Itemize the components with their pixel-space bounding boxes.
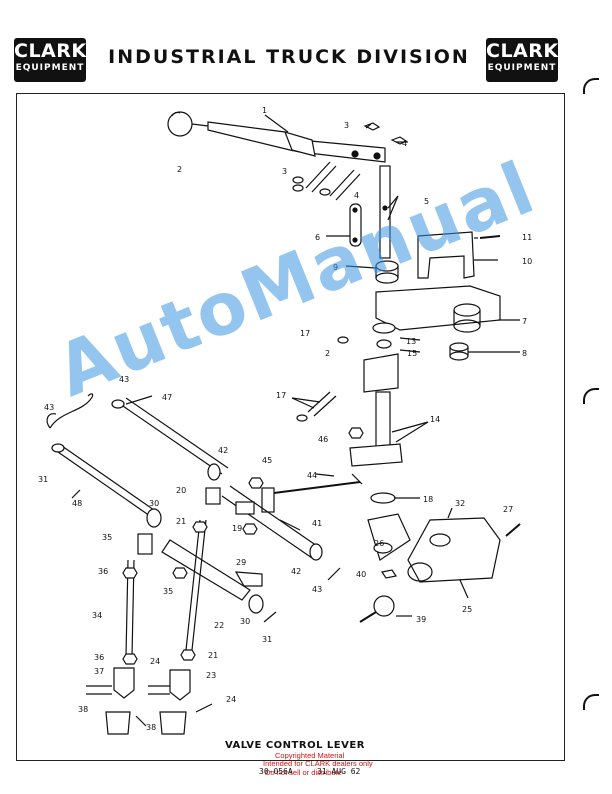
part-callout-8: 8 bbox=[522, 349, 527, 358]
part-callout-42: 42 bbox=[291, 567, 301, 576]
part-callout-31: 31 bbox=[262, 635, 272, 644]
part-callout-22: 22 bbox=[214, 621, 224, 630]
part-callout-17: 17 bbox=[276, 391, 286, 400]
copyright-notice-line: Do not sell or distribute bbox=[265, 768, 342, 777]
part-callout-35: 35 bbox=[163, 587, 173, 596]
part-callout-4: 4 bbox=[402, 139, 407, 148]
part-callout-43: 43 bbox=[312, 585, 322, 594]
part-callout-31: 31 bbox=[38, 475, 48, 484]
part-callout-2: 2 bbox=[177, 165, 182, 174]
part-callout-5: 5 bbox=[424, 197, 429, 206]
rod-48-shape bbox=[57, 445, 155, 517]
part-callout-43: 43 bbox=[119, 375, 129, 384]
copyright-notice-line: Intended for CLARK dealers only bbox=[263, 759, 373, 768]
part-callout-23: 23 bbox=[206, 671, 216, 680]
part-callout-1: 1 bbox=[262, 106, 267, 115]
part-callout-3: 3 bbox=[344, 121, 349, 130]
part-callout-42: 42 bbox=[218, 446, 228, 455]
part-callout-37: 37 bbox=[94, 667, 104, 676]
binder-tab-mark bbox=[583, 694, 599, 710]
clark-logo-right: CLARK EQUIPMENT bbox=[486, 38, 558, 82]
diagram-frame bbox=[16, 93, 565, 761]
part-callout-46: 46 bbox=[318, 435, 328, 444]
part-callout-17: 17 bbox=[300, 329, 310, 338]
document-number: 30-056A bbox=[259, 767, 293, 776]
part-callout-6: 6 bbox=[315, 233, 320, 242]
rod-22-shape bbox=[185, 519, 207, 651]
part-callout-30: 30 bbox=[149, 499, 159, 508]
part-callout-15: 15 bbox=[407, 349, 417, 358]
part-callout-27: 27 bbox=[503, 505, 513, 514]
part-callout-3: 3 bbox=[282, 167, 287, 176]
part-callout-35: 35 bbox=[102, 533, 112, 542]
logo-left-brand: CLARK bbox=[14, 40, 87, 62]
diagram-caption: VALVE CONTROL LEVER bbox=[225, 740, 365, 751]
part-callout-36: 36 bbox=[94, 653, 104, 662]
clamp-shape bbox=[407, 517, 501, 583]
part-callout-2: 2 bbox=[325, 349, 330, 358]
part-callout-18: 18 bbox=[423, 495, 433, 504]
part-callout-29: 29 bbox=[236, 558, 246, 567]
part-callout-13: 13 bbox=[406, 337, 416, 346]
part-callout-44: 44 bbox=[307, 471, 317, 480]
part-callout-9: 9 bbox=[333, 263, 338, 272]
part-callout-24: 24 bbox=[150, 657, 160, 666]
bracket-shape bbox=[417, 231, 475, 279]
part-callout-47: 47 bbox=[162, 393, 172, 402]
part-callout-38: 38 bbox=[146, 723, 156, 732]
part-callout-34: 34 bbox=[92, 611, 102, 620]
copyright-notice-line: Copyrighted Material bbox=[275, 751, 345, 760]
logo-right-sub: EQUIPMENT bbox=[487, 63, 557, 73]
part-callout-21: 21 bbox=[208, 651, 218, 660]
part-callout-43: 43 bbox=[44, 403, 54, 412]
logo-left-sub: EQUIPMENT bbox=[15, 63, 85, 73]
part-callout-11: 11 bbox=[522, 233, 532, 242]
part-callout-24: 24 bbox=[226, 695, 236, 704]
part-callout-7: 7 bbox=[522, 317, 527, 326]
document-date: 31 AUG 62 bbox=[317, 767, 361, 776]
part-callout-10: 10 bbox=[522, 257, 532, 266]
part-callout-30: 30 bbox=[240, 617, 250, 626]
part-callout-14: 14 bbox=[430, 415, 440, 424]
part-callout-38: 38 bbox=[78, 705, 88, 714]
part-callout-32: 32 bbox=[455, 499, 465, 508]
part-callout-25: 25 bbox=[462, 605, 472, 614]
rod-47-shape bbox=[119, 397, 229, 475]
clark-logo-left: CLARK EQUIPMENT bbox=[14, 38, 86, 82]
part-callout-39: 39 bbox=[416, 615, 426, 624]
binder-tab-mark bbox=[583, 388, 599, 404]
part-callout-19: 19 bbox=[232, 524, 242, 533]
binder-tab-mark bbox=[583, 78, 599, 94]
page-title: INDUSTRIAL TRUCK DIVISION bbox=[108, 46, 470, 68]
part-callout-48: 48 bbox=[72, 499, 82, 508]
part-callout-26: 26 bbox=[374, 539, 384, 548]
part-callout-4: 4 bbox=[354, 191, 359, 200]
part-callout-40: 40 bbox=[356, 570, 366, 579]
part-callout-36: 36 bbox=[98, 567, 108, 576]
logo-right-brand: CLARK bbox=[486, 40, 559, 62]
part-callout-20: 20 bbox=[176, 486, 186, 495]
part-callout-41: 41 bbox=[312, 519, 322, 528]
part-callout-21: 21 bbox=[176, 517, 186, 526]
part-callout-45: 45 bbox=[262, 456, 272, 465]
